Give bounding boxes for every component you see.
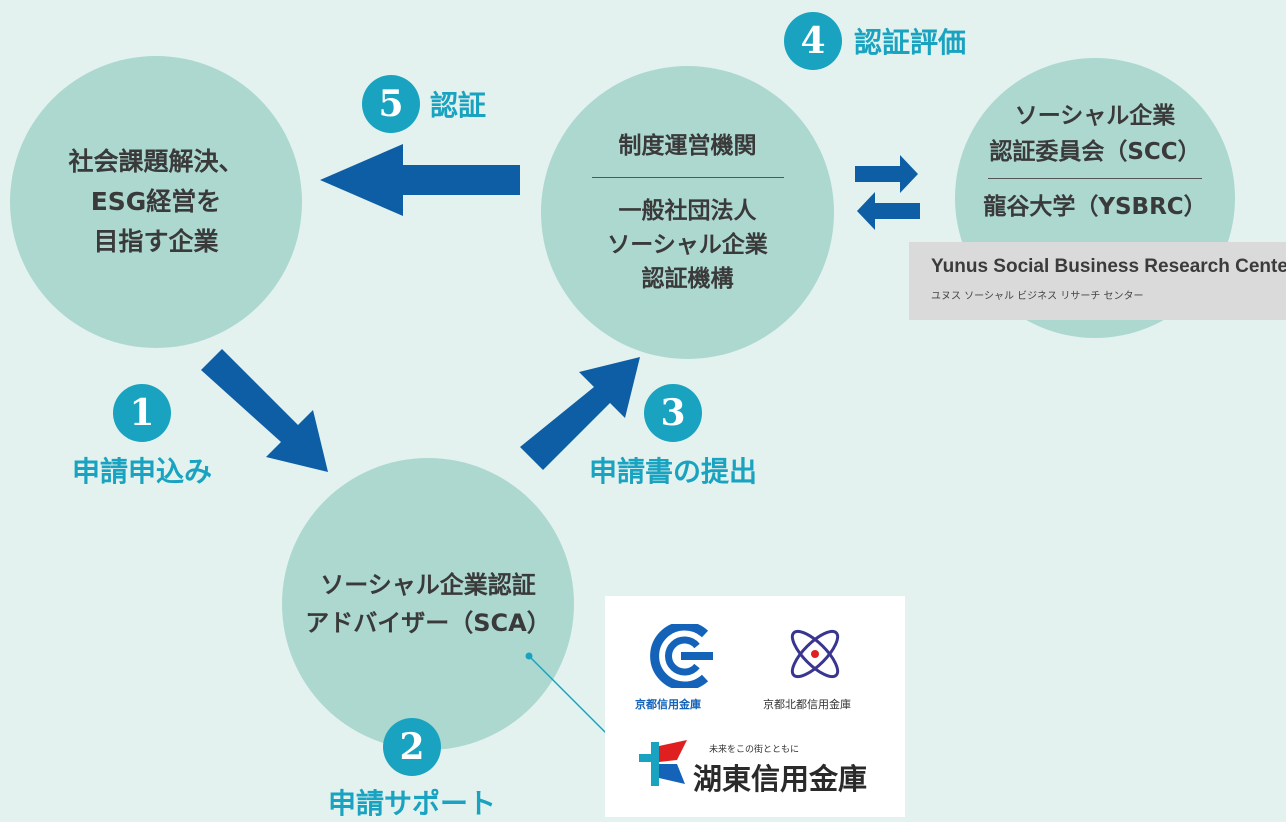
bank-connector-dot [525,652,533,660]
koto-shinkin-logo [639,740,687,786]
arrow-to-operator [857,192,920,230]
operator-line-2: ソーシャル企業 [607,232,768,258]
step-5-number: 5 [362,75,420,133]
ysbrc-banner: Yunus Social Business Research Center ユヌ… [909,242,1286,320]
arrow-certification [320,144,520,216]
operator-circle: 制度運営機関 一般社団法人 ソーシャル企業 認証機構 [541,66,834,359]
company-circle: 社会課題解決、 ESG経営を 目指す企業 [10,56,302,348]
arrow-to-committee [855,155,918,193]
advisor-line-1: ソーシャル企業認証 [320,571,536,599]
bank-connector-line [529,656,609,736]
company-line-2: ESG経営を [90,187,222,216]
step-1-number: 1 [113,384,171,442]
ysbrc-kana: ユヌス ソーシャル ビジネス リサーチ センター [931,291,1144,302]
step-3-label: 申請書の提出 [589,455,758,488]
koto-shinkin-name: 湖東信用金庫 [693,762,868,796]
step-1-label: 申請申込み [72,455,213,488]
step-3: 3 申請書の提出 [589,384,757,490]
step-4-label: 認証評価 [854,26,967,59]
koto-shinkin-tagline: 未来をこの街とともに [709,745,800,755]
step-2-number: 2 [383,718,441,776]
bank-logos-panel: 京都信用金庫 京都北都信用金庫 未来をこの街とともに 湖東信用金庫 [605,596,905,817]
operator-line-1: 一般社団法人 [618,198,757,224]
advisor-circle: ソーシャル企業認証 アドバイザー（SCA） [282,458,574,750]
advisor-line-2: アドバイザー（SCA） [305,609,551,637]
arrow-application [201,349,328,472]
operator-divider [591,177,784,178]
company-line-1: 社会課題解決、 [68,147,244,176]
step-5: 5 認証 [362,75,486,133]
operator-title: 制度運営機関 [618,133,757,159]
step-4-number: 4 [784,12,842,70]
step-2: 2 申請サポート [328,718,496,822]
committee-line-2: 認証委員会（SCC） [989,139,1201,165]
arrow-submission [520,357,640,470]
kyoto-hokuto-logo [790,629,840,679]
step-5-label: 認証 [430,89,487,122]
step-2-label: 申請サポート [328,787,497,820]
committee-divider [988,178,1202,179]
step-4: 4 認証評価 [784,12,966,70]
company-line-3: 目指す企業 [93,227,219,256]
kyoto-hokuto-name: 京都北都信用金庫 [763,698,851,711]
committee-sub: 龍谷大学（YSBRC） [983,194,1207,220]
kyoto-shinkin-logo [650,624,713,688]
committee-line-1: ソーシャル企業 [1014,103,1176,129]
kyoto-shinkin-name: 京都信用金庫 [635,698,701,711]
operator-line-3: 認証機構 [641,266,734,292]
step-3-number: 3 [644,384,702,442]
ysbrc-title: Yunus Social Business Research Center [931,256,1286,277]
step-1: 1 申請申込み [72,384,212,490]
